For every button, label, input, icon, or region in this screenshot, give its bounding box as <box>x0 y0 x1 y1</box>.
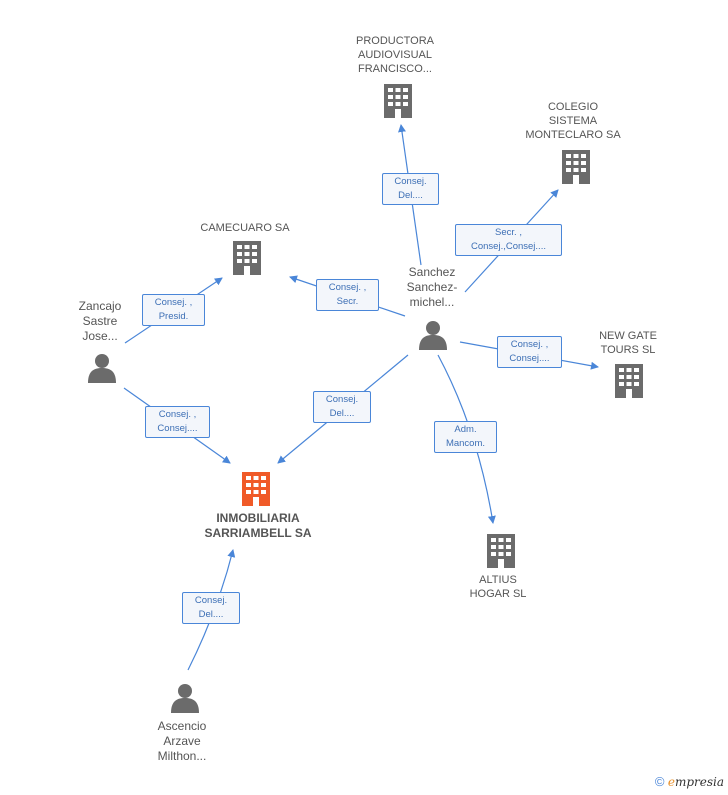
edge-label-sanchez-camecuaro: Consej. , Secr. <box>316 279 379 311</box>
copyright-icon: © <box>654 774 665 789</box>
camecuaro-building-icon[interactable] <box>233 241 261 275</box>
edge-label-sanchez-productora: Consej. Del.... <box>382 173 439 205</box>
productora-label[interactable]: PRODUCTORA AUDIOVISUAL FRANCISCO... <box>355 35 435 75</box>
newgate-building-icon[interactable] <box>615 364 643 398</box>
inmobiliaria-building-icon[interactable] <box>242 472 270 506</box>
brand-text: empresia <box>667 775 724 789</box>
ascencio-label[interactable]: Ascencio Arzave Milthon... <box>157 719 207 763</box>
empresia-watermark[interactable]: © empresia <box>655 774 724 789</box>
camecuaro-label[interactable]: CAMECUARO SA <box>200 222 290 234</box>
edge-label-sanchez-inmobiliaria: Consej. Del.... <box>313 391 371 423</box>
productora-building-icon[interactable] <box>384 84 412 118</box>
edge-label-ascencio-inmobiliaria: Consej. Del.... <box>182 592 240 624</box>
colegio-label[interactable]: COLEGIO SISTEMA MONTECLARO SA <box>525 101 621 141</box>
edge-label-sanchez-newgate: Consej. , Consej.... <box>497 336 562 368</box>
edge-label-sanchez-colegio: Secr. , Consej.,Consej.... <box>455 224 562 256</box>
inmobiliaria-label[interactable]: INMOBILIARIA SARRIAMBELL SA <box>204 511 312 540</box>
colegio-building-icon[interactable] <box>562 150 590 184</box>
edge-label-zancajo-camecuaro: Consej. , Presid. <box>142 294 205 326</box>
altius-building-icon[interactable] <box>487 534 515 568</box>
zancajo-label[interactable]: Zancajo Sastre Jose... <box>78 299 122 343</box>
edge-label-sanchez-altius: Adm. Mancom. <box>434 421 497 453</box>
altius-label[interactable]: ALTIUS HOGAR SL <box>469 574 527 600</box>
newgate-label[interactable]: NEW GATE TOURS SL <box>599 330 657 356</box>
edge-label-zancajo-inmobiliaria: Consej. , Consej.... <box>145 406 210 438</box>
sanchez-person-icon[interactable] <box>419 321 447 350</box>
zancajo-person-icon[interactable] <box>88 354 116 383</box>
ascencio-person-icon[interactable] <box>171 684 199 713</box>
sanchez-label[interactable]: Sanchez Sanchez- michel... <box>406 265 458 309</box>
